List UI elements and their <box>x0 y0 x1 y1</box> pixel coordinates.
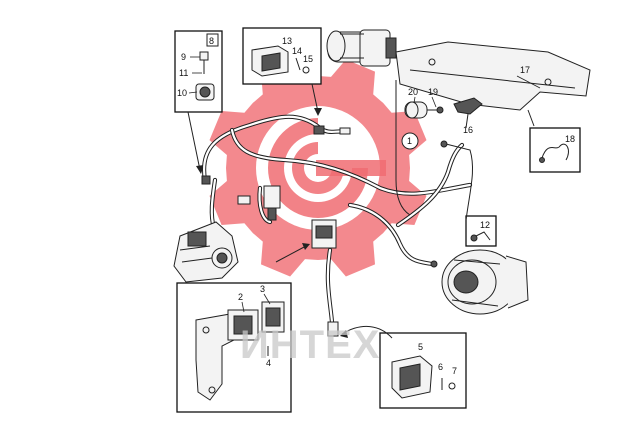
arrow-relay <box>311 83 319 113</box>
arrow-sensor-head <box>196 165 204 174</box>
label-17: 17 <box>520 65 530 75</box>
arrow-sensor <box>187 111 201 171</box>
watermark-text: ИНТЕХ <box>240 323 380 367</box>
main-harness <box>202 80 474 325</box>
arrow-relay-head <box>314 108 322 116</box>
watermark-bar <box>316 160 386 176</box>
arrow-module <box>341 326 393 339</box>
leader-20 <box>413 96 416 104</box>
inset-18-terminal <box>539 157 545 163</box>
label-8: 8 <box>209 36 214 46</box>
leader-19 <box>431 96 437 108</box>
leader-2 <box>241 301 245 313</box>
inset-8-badge <box>206 33 219 47</box>
relay-module <box>251 45 310 77</box>
alternator <box>441 249 529 315</box>
inset-box-12 <box>465 215 497 247</box>
watermark-logo <box>209 59 427 277</box>
label-12: 12 <box>480 220 490 230</box>
electronic-module <box>391 355 456 399</box>
inset-box-18 <box>529 127 581 173</box>
label-10: 10 <box>177 88 187 98</box>
label-15: 15 <box>303 54 313 64</box>
gearbox-unit <box>173 221 239 283</box>
inset-12-cable <box>473 231 491 241</box>
label-11: 11 <box>179 68 188 78</box>
callout-circle-1 <box>401 132 419 150</box>
watermark-ring-inner <box>292 142 344 194</box>
relay-cylinder <box>404 101 444 119</box>
label-2: 2 <box>238 292 243 302</box>
harness-clip <box>453 97 483 129</box>
label-18: 18 <box>565 134 575 144</box>
leader-10 <box>188 91 198 94</box>
label-19: 19 <box>428 87 438 97</box>
label-20: 20 <box>408 87 418 97</box>
inset-12-lug <box>470 234 478 242</box>
leader-17 <box>516 75 541 89</box>
label-9: 9 <box>181 52 186 62</box>
leader-3 <box>263 293 271 305</box>
label-16: 16 <box>463 125 473 135</box>
label-5: 5 <box>418 342 423 352</box>
label-13: 13 <box>282 36 292 46</box>
watermark-ring-outer <box>268 118 368 218</box>
harness-connectors <box>201 125 448 337</box>
label-14: 14 <box>292 46 302 56</box>
control-unit-bracket <box>195 301 285 401</box>
label-3: 3 <box>260 284 265 294</box>
mounting-bracket <box>395 41 591 127</box>
arrow-module-head <box>340 330 348 338</box>
inset-18-cable <box>541 143 569 161</box>
arrow-control <box>275 245 307 263</box>
label-1: 1 <box>407 136 412 146</box>
starter-motor <box>326 29 397 67</box>
label-7: 7 <box>452 366 457 376</box>
label-6: 6 <box>438 362 443 372</box>
sensor-assembly <box>195 51 215 101</box>
label-4: 4 <box>266 358 271 368</box>
arrow-control-head <box>302 243 310 250</box>
